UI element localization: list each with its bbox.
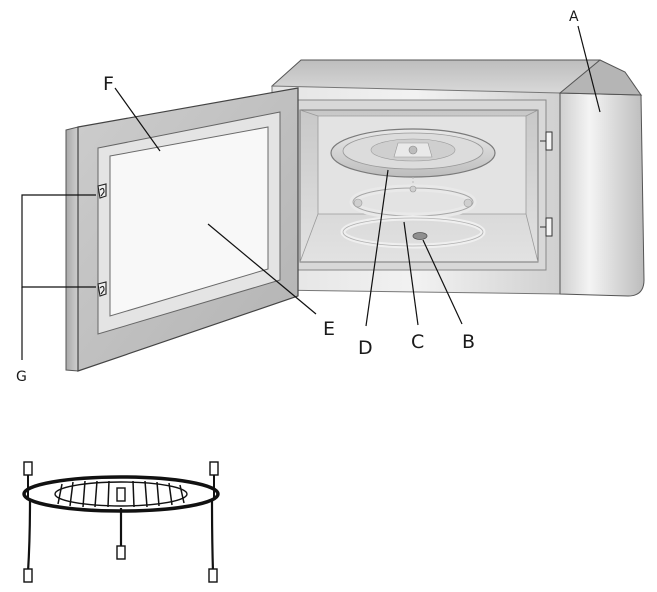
callout-c: C	[411, 331, 424, 353]
leader-d	[365, 169, 389, 327]
microwave-body	[270, 59, 645, 297]
door-hook-lower	[97, 281, 107, 297]
control-panel	[559, 92, 645, 297]
latch-hole-upper	[540, 131, 553, 151]
leader-lines	[21, 25, 601, 360]
rack-leg-right-front	[210, 499, 215, 573]
floor-ring	[340, 215, 486, 249]
grill-rack	[22, 461, 220, 583]
rack-foot-front-left	[23, 568, 33, 583]
door-hook-upper	[97, 183, 107, 199]
callout-f: F	[103, 73, 114, 95]
control-panel-top	[558, 59, 642, 96]
leader-a	[577, 25, 601, 113]
door-edge	[65, 126, 79, 372]
latch-hole-lower	[540, 217, 553, 237]
leader-e	[207, 223, 317, 315]
leader-b	[422, 239, 463, 325]
callout-labels: A F E D C B G	[16, 9, 579, 385]
rack-foot-front-right	[208, 568, 218, 583]
callout-g: G	[16, 369, 27, 385]
callout-b: B	[462, 331, 475, 353]
rack-bars	[57, 480, 185, 508]
microwave-door	[65, 87, 299, 372]
door-window	[109, 126, 269, 317]
leader-f	[114, 87, 161, 152]
rack-ring-inner	[54, 481, 188, 507]
callout-e: E	[323, 318, 335, 340]
rack-foot-center-top	[116, 487, 126, 502]
rack-foot-back-left	[23, 461, 33, 476]
leader-g	[21, 194, 96, 288]
rack-foot-back-right	[209, 461, 219, 476]
callout-d: D	[358, 337, 373, 359]
rack-foot-center	[116, 545, 126, 560]
leader-c	[403, 221, 419, 326]
drive-shaft	[412, 232, 428, 240]
glass-turntable	[330, 128, 496, 178]
callout-a: A	[569, 9, 579, 25]
rack-leg-left-front	[26, 499, 32, 573]
rack-ring	[22, 475, 220, 513]
